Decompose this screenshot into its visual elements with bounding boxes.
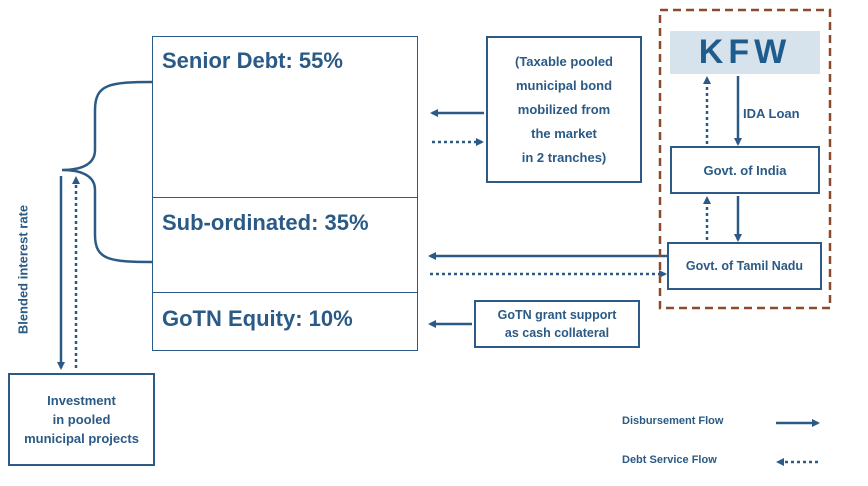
govt-india-box: Govt. of India: [670, 146, 820, 194]
bond-note-line: municipal bond: [515, 77, 613, 93]
subordinated-label: Sub-ordinated: 35%: [162, 210, 369, 235]
investment-line: municipal projects: [24, 431, 139, 446]
capital-structure-box: [152, 36, 418, 351]
investment-line: in pooled: [52, 412, 111, 427]
lender-frame: [658, 8, 832, 310]
blended-rate-label: Blended interest rate: [15, 204, 31, 335]
legend-debt-service-label: Debt Service Flow: [622, 454, 717, 466]
legend-disbursement-label: Disbursement Flow: [622, 415, 724, 427]
senior-debt-label: Senior Debt: 55%: [162, 48, 343, 73]
grant-note-box: GoTN grant support as cash collateral: [474, 300, 640, 348]
bond-note-line: in 2 tranches): [521, 149, 607, 165]
investment-line: Investment: [47, 393, 116, 408]
grant-note-line: GoTN grant support: [497, 308, 617, 322]
kfw-logo: KFW: [670, 31, 820, 74]
divider-2: [152, 292, 418, 293]
govt-tamil-nadu-box: Govt. of Tamil Nadu: [667, 242, 822, 290]
investment-box: Investment in pooled municipal projects: [8, 373, 155, 466]
bond-note-line: (Taxable pooled: [515, 53, 613, 69]
ida-loan-label: IDA Loan: [743, 106, 800, 121]
equity-label: GoTN Equity: 10%: [162, 306, 353, 331]
divider-1: [152, 197, 418, 198]
kfw-logo-text: KFW: [698, 33, 792, 71]
bond-note-line: mobilized from: [517, 101, 611, 117]
bond-note-box: (Taxable pooled municipal bond mobilized…: [486, 36, 642, 183]
grant-note-line: as cash collateral: [504, 326, 610, 340]
bond-note-line: the market: [531, 125, 597, 141]
capital-structure-brace: [61, 80, 153, 264]
